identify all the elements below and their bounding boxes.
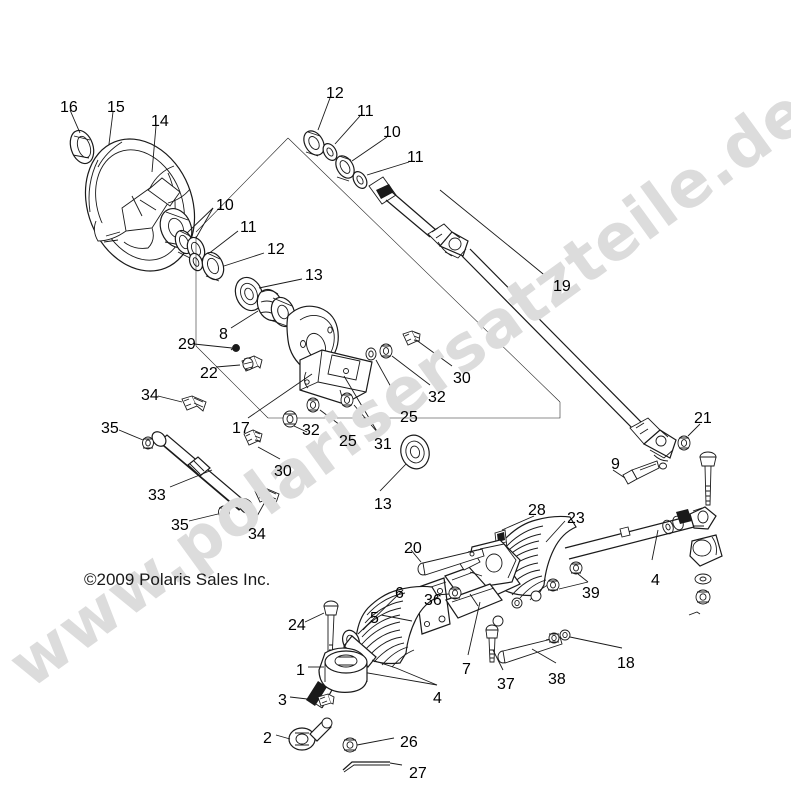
part-bolt-30-lower — [243, 429, 263, 446]
callout-boot-right: 23 — [567, 510, 585, 527]
part-snap-ring-16 — [69, 129, 95, 165]
part-bushing-12-lower — [201, 251, 225, 282]
callout-washer: 11 — [240, 219, 257, 236]
callout-ball-joint-end: 34 — [141, 387, 159, 404]
part-bolt-9 — [622, 460, 660, 485]
part-nut-21 — [677, 435, 691, 451]
callout-tie-rod: 33 — [148, 487, 166, 504]
part-nut-25-upper — [365, 347, 377, 361]
callout-bearing: 10 — [383, 124, 401, 141]
callout-bolt-long-lower: 38 — [548, 671, 566, 688]
callout-bolt-ujoint: 9 — [611, 456, 620, 473]
part-steering-post-bracket-17 — [286, 305, 373, 405]
part-ball-joint-34-lower — [254, 487, 280, 504]
callout-bushing-mount: 1 — [296, 662, 305, 679]
part-nut-castle-26 — [342, 737, 358, 753]
part-tie-rod-end-2 — [288, 717, 333, 751]
callout-snap-ring: 16 — [60, 99, 78, 116]
callout-bearing-race: 13 — [305, 267, 323, 284]
callout-pin: 29 — [178, 336, 196, 353]
callout-steering-post-shaft: 8 — [219, 326, 228, 343]
callout-nut: 21 — [694, 410, 712, 427]
callout-ball-joint-end: 34 — [248, 526, 266, 543]
part-nut-35-upper — [142, 436, 154, 450]
part-bolt-long-right — [699, 451, 717, 506]
part-steering-post-8 — [256, 288, 296, 328]
part-steering-shaft-19 — [303, 130, 677, 470]
callout-bolt-mount: 37 — [497, 676, 515, 693]
part-screw-22 — [241, 355, 263, 372]
part-bushing-mount-1 — [318, 647, 368, 693]
callout-bearing-race: 13 — [374, 496, 392, 513]
callout-steering-post-bracket: 17 — [232, 420, 250, 437]
callout-steering-shaft-assembly: 19 — [553, 278, 571, 295]
part-screw-small-3 — [317, 693, 335, 707]
callout-steering-wheel: 14 — [151, 113, 169, 130]
callout-screw: 22 — [200, 365, 218, 382]
callout-bolt-long: 20 — [404, 540, 422, 557]
part-nut-flange-39 — [511, 561, 583, 609]
part-rack-end-right-assembly — [662, 506, 723, 616]
part-nut-35-lower — [218, 505, 230, 519]
part-cotter-pin-27 — [342, 761, 390, 773]
callout-rack-housing-mount: 7 — [462, 661, 471, 678]
part-tie-rod-33 — [151, 431, 254, 514]
part-pin-29 — [230, 344, 240, 352]
callout-bushing-upper: 12 — [326, 85, 344, 102]
copyright-notice: ©2009 Polaris Sales Inc. — [84, 570, 271, 589]
callout-clamp: 28 — [528, 502, 546, 519]
part-rack-shaft-right-4 — [564, 509, 695, 560]
part-bearing-race-13-upper — [234, 276, 264, 312]
part-ball-joint-34-upper — [181, 395, 207, 412]
u-joint-upper — [427, 223, 469, 259]
callout-nut-lock: 18 — [617, 655, 635, 672]
part-steering-wheel-14 — [84, 138, 196, 272]
callout-washer-flange: 32 — [302, 422, 320, 439]
part-nut-36 — [448, 586, 462, 600]
part-bolt-37 — [485, 615, 504, 663]
part-locknut-31 — [340, 392, 354, 408]
callout-nut-steering-wheel: 15 — [107, 99, 125, 116]
part-washer-flange-32-lower — [282, 410, 298, 428]
callout-nut: 25 — [400, 409, 418, 426]
callout-nut-castle: 26 — [400, 734, 418, 751]
part-bolt-long-20 — [417, 548, 485, 576]
part-bearing-race-13-lower — [400, 434, 430, 470]
callout-bolt-flange: 24 — [288, 617, 306, 634]
callout-nut-tie-rod: 35 — [101, 420, 119, 437]
u-joint-lower — [629, 417, 677, 470]
callout-cotter-pin: 27 — [409, 765, 427, 782]
part-nut-25-lower — [306, 397, 320, 413]
callout-nut-flange: 39 — [582, 585, 600, 602]
callout-locknut: 31 — [374, 436, 392, 453]
callout-bolt: 30 — [453, 370, 471, 387]
callout-washer: 11 — [357, 103, 374, 120]
part-bolt-long-38 — [497, 636, 563, 664]
callout-bushing: 12 — [267, 241, 285, 258]
callout-boot-left: 5 — [370, 610, 379, 627]
callout-bolt: 30 — [274, 463, 292, 480]
callout-nut-tie-rod: 35 — [171, 517, 189, 534]
callout-screw-small: 3 — [278, 692, 287, 709]
callout-rack-shaft: 4 — [433, 690, 442, 707]
callout-rack-end: 6 — [395, 585, 404, 602]
callout-rack-shaft: 4 — [651, 572, 660, 589]
callout-nut: 25 — [339, 433, 357, 450]
callout-tie-rod-end: 2 — [263, 730, 272, 747]
part-bolt-30-upper — [402, 330, 421, 346]
callout-nut-small: 36 — [424, 592, 442, 609]
callout-washer: 11 — [407, 149, 424, 166]
callout-bearing: 10 — [216, 197, 234, 214]
part-nut-lock-18 — [548, 629, 571, 644]
part-washer-flange-32-upper — [379, 343, 393, 359]
callout-washer-flange: 32 — [428, 389, 446, 406]
